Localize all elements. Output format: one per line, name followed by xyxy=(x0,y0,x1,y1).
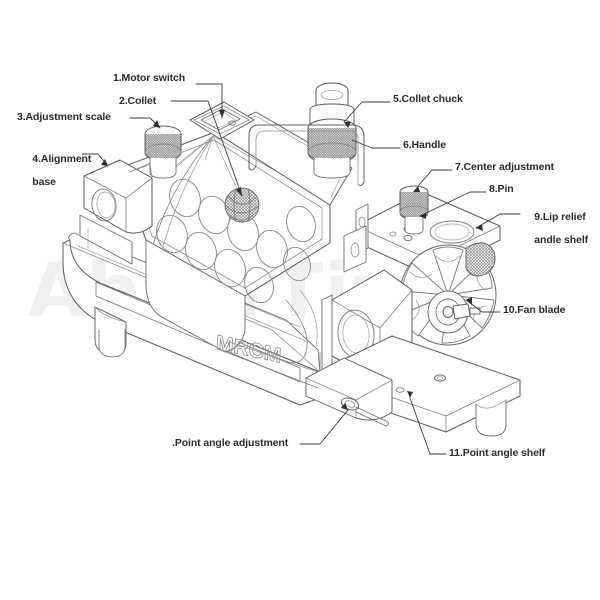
callout-label-10-fan-blade: 10.Fan blade xyxy=(503,304,566,316)
callout-label-7-center-adjustment: 7.Center adjustment xyxy=(455,161,555,173)
callout-label-12-point-angle-adjustment: .Point angle adjustment xyxy=(172,437,289,449)
callout-4-line2: base xyxy=(32,175,56,188)
callout-label-11-point-angle-shelf: 11.Point angle shelf xyxy=(449,447,546,459)
callout-9-line1: 9.Lip relief xyxy=(534,210,586,223)
callout-label-9-lip-relief-angle-shelf: 9.Lip relief andle shelf xyxy=(523,200,588,258)
callout-label-3-adjustment-scale: 3.Adjustment scale xyxy=(17,111,111,123)
callout-4-line1: 4.Alignment xyxy=(32,152,92,165)
callout-label-1-motor-switch: 1.Motor switch xyxy=(113,72,186,84)
callout-label-2-collet: 2.Collet xyxy=(119,95,157,107)
callout-label-8-pin: 8.Pin xyxy=(489,183,514,195)
callout-label-4-alignment-base: 4.Alignment base xyxy=(21,142,91,200)
callout-label-5-collet-chuck: 5.Collet chuck xyxy=(393,93,463,105)
callout-label-6-handle: 6.Handle xyxy=(403,139,446,151)
callout-9-line2: andle shelf xyxy=(534,233,589,246)
